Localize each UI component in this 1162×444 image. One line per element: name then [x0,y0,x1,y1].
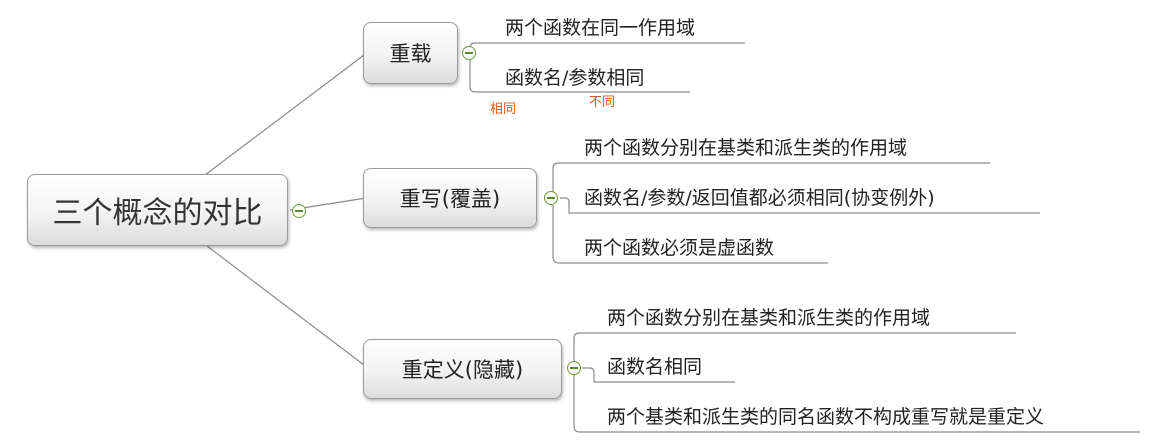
leaf-topic[interactable]: 函数名/参数/返回值都必须相同(协变例外) [584,187,935,209]
connector-root-b3 [206,245,369,369]
connector-b2-leaf3 [552,205,828,264]
branch-topic-label: 重写(覆盖) [399,187,501,211]
collapse-minus-icon[interactable] [544,191,558,205]
collapse-minus-icon[interactable] [292,204,306,218]
annotation-note: 不同 [589,95,616,110]
branch-topic-label: 重定义(隐藏) [401,358,524,382]
branch-topic-label: 重载 [389,42,432,66]
branch-topic-override[interactable]: 重写(覆盖) [363,168,537,228]
leaf-topic[interactable]: 函数名相同 [607,356,703,378]
root-topic[interactable]: 三个概念的对比 [27,174,288,246]
branch-topic-redefine[interactable]: 重定义(隐藏) [363,339,562,399]
leaf-topic[interactable]: 两个函数在同一作用域 [505,17,696,39]
leaf-topic[interactable]: 函数名/参数相同 [505,67,645,89]
connector-root-b1 [204,51,369,176]
collapse-minus-icon[interactable] [462,46,476,60]
connector-b3-leaf1 [573,332,1016,361]
connector-b3-leaf2 [582,367,735,383]
connector-b1-leaf1 [462,42,745,54]
annotation-note: 相同 [490,102,517,117]
leaf-topic[interactable]: 两个基类和派生类的同名函数不构成重写就是重定义 [607,406,1045,428]
connector-b3-leaf3 [573,375,1140,433]
connector-b1-leaf2 [469,58,690,93]
leaf-topic[interactable]: 两个函数分别在基类和派生类的作用域 [584,137,908,159]
collapse-minus-icon[interactable] [567,361,581,375]
leaf-topic[interactable]: 两个函数必须是虚函数 [584,237,775,259]
leaf-topic[interactable]: 两个函数分别在基类和派生类的作用域 [607,307,931,329]
connector-b2-leaf2 [560,197,1040,214]
branch-topic-overload[interactable]: 重载 [363,22,458,84]
root-topic-label: 三个概念的对比 [52,196,263,231]
